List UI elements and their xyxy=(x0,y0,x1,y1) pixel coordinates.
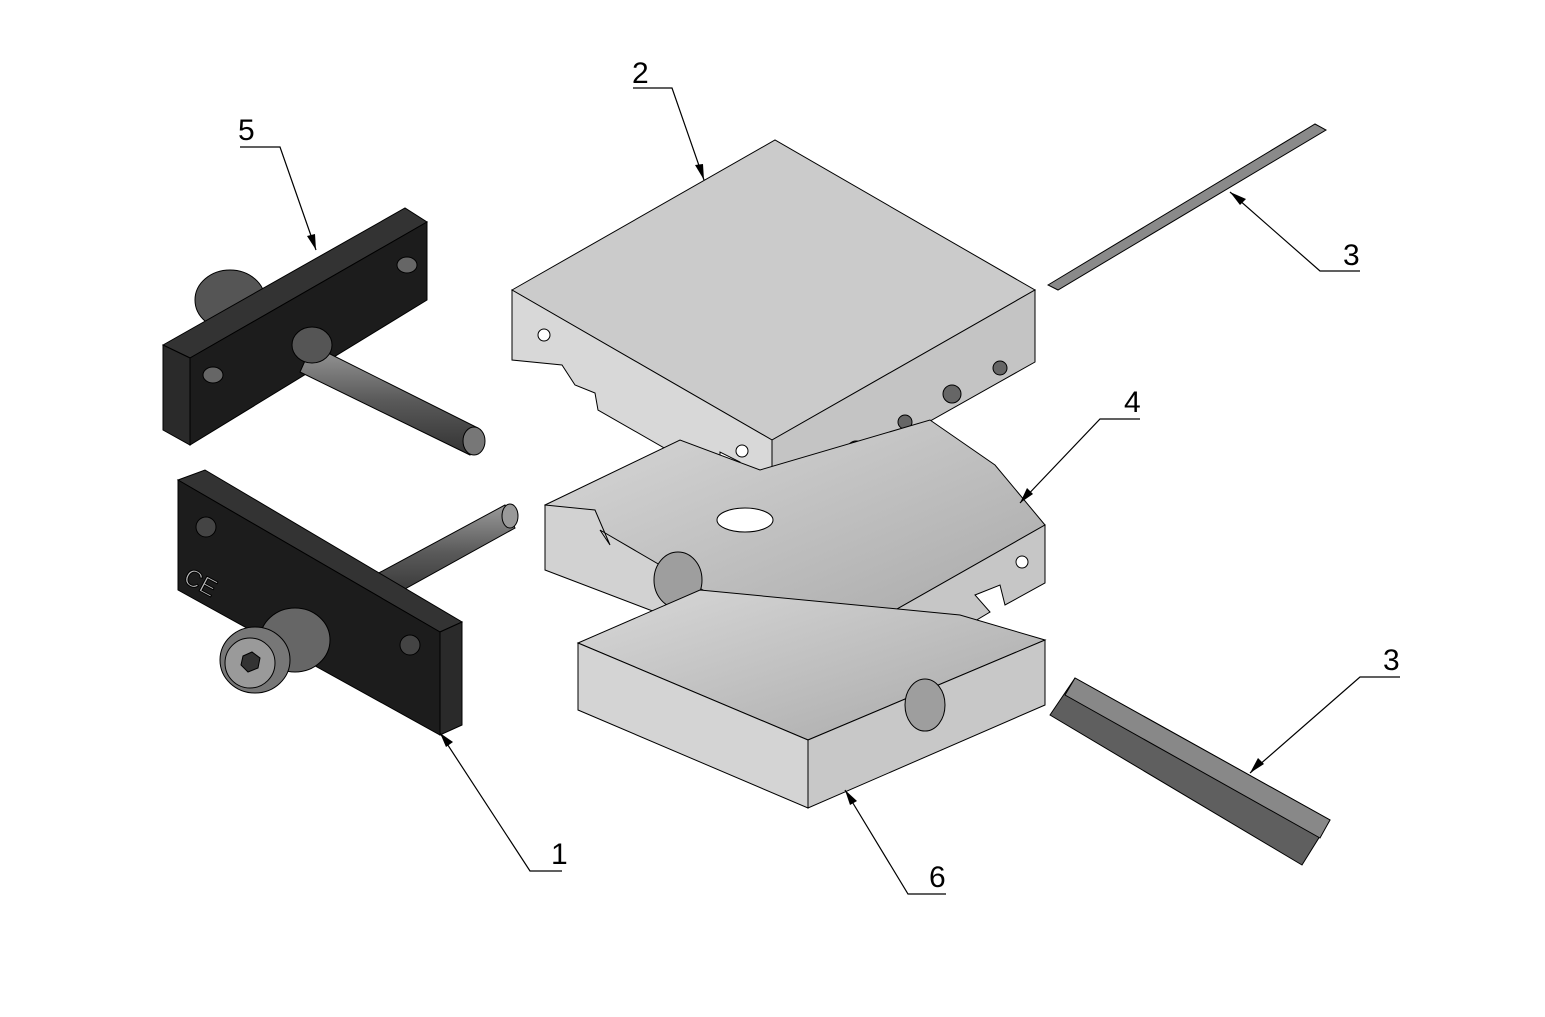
part-3-square-tool xyxy=(1049,677,1331,866)
leader-lines xyxy=(240,87,1400,895)
callout-3-lower: 3 xyxy=(1383,644,1400,677)
part-1-plate: CE xyxy=(176,469,519,736)
callout-3-upper: 3 xyxy=(1343,239,1360,272)
callout-2: 2 xyxy=(632,57,649,90)
callout-6: 6 xyxy=(929,861,946,894)
part-3-thin-tool xyxy=(1046,123,1328,291)
part-6-base xyxy=(576,589,1047,809)
shaft xyxy=(291,326,486,456)
callout-4: 4 xyxy=(1124,386,1141,419)
callout-5: 5 xyxy=(238,114,255,147)
part-5-plate xyxy=(161,207,486,456)
adjustment-knob[interactable] xyxy=(219,607,331,694)
arrowheads xyxy=(307,164,1264,805)
callout-1: 1 xyxy=(551,838,568,871)
